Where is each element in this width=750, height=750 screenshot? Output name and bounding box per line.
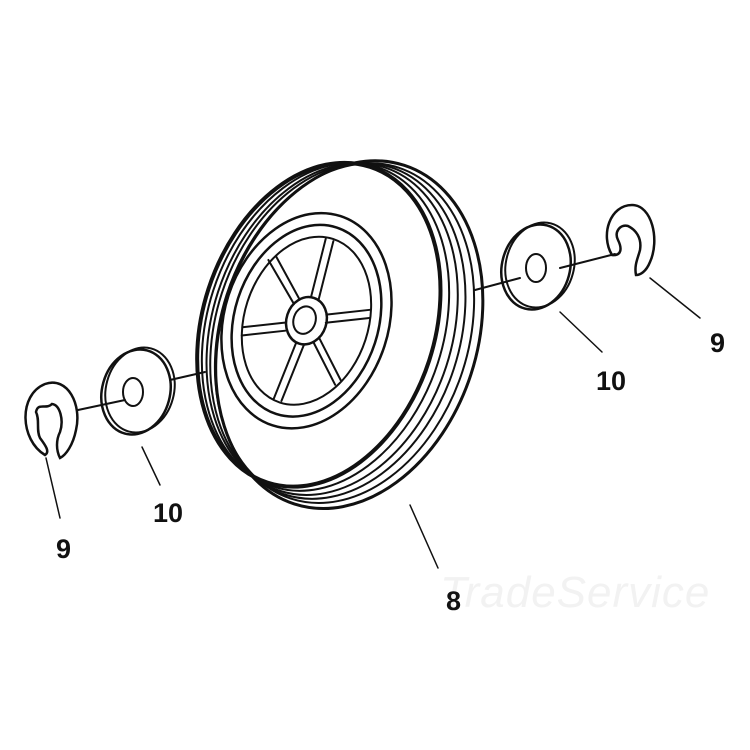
callout-9-right: 9 — [710, 328, 726, 358]
watermark: TradeService — [440, 568, 711, 617]
washer-right-icon — [500, 221, 576, 311]
leader-9-left — [45, 457, 61, 519]
wheel-icon — [195, 159, 485, 510]
callout-10-left: 10 — [153, 498, 184, 528]
callout-9-left: 9 — [56, 534, 72, 564]
callout-10-right: 10 — [596, 366, 627, 396]
e-clip-right-icon — [605, 203, 656, 277]
leader-9-right — [649, 277, 701, 319]
leader-8 — [409, 504, 439, 569]
callout-8: 8 — [446, 586, 462, 616]
washer-left-icon — [100, 346, 176, 436]
leader-10-right — [559, 311, 603, 353]
leader-10-left — [141, 446, 161, 486]
e-clip-left-icon — [24, 381, 79, 460]
